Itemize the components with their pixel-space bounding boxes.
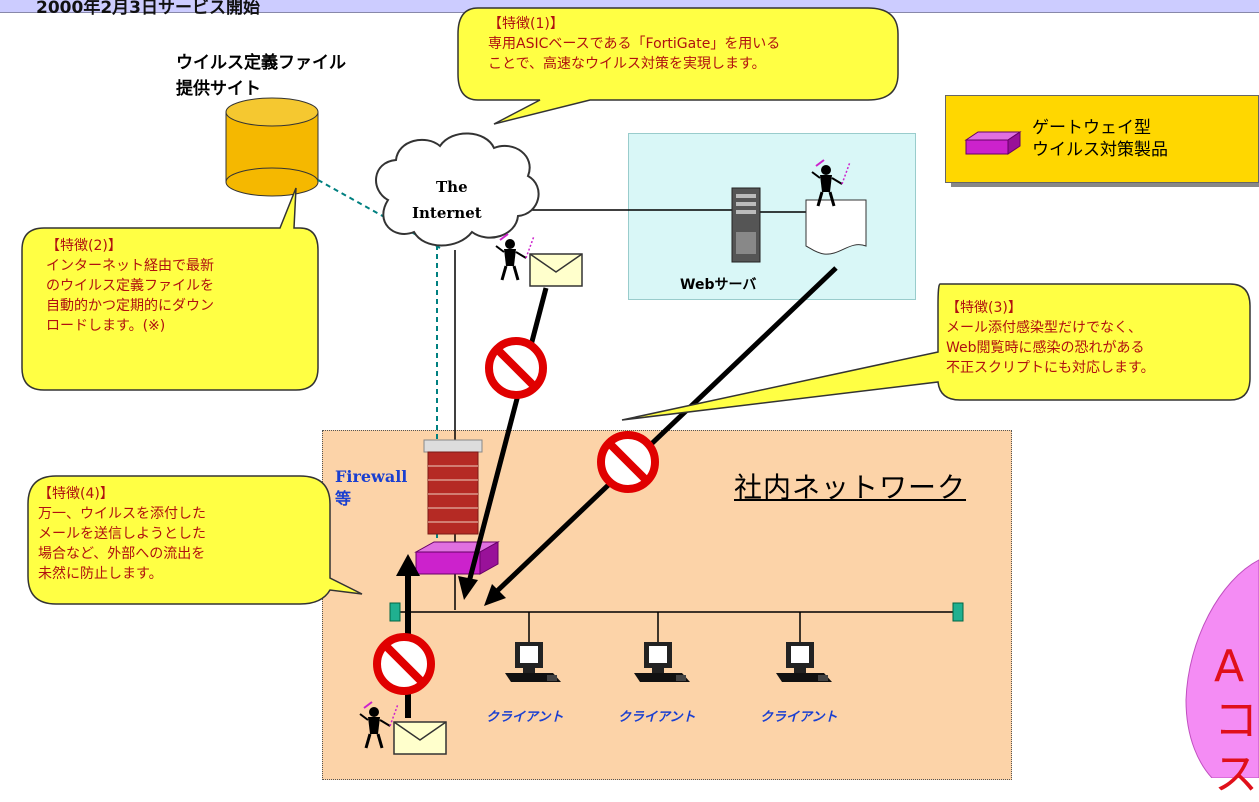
callout-feature3-bubble (621, 283, 1251, 421)
gateway-antivirus-product-icon (414, 541, 500, 575)
internal-virus-imp-icon (358, 700, 400, 750)
firewall-icon (423, 439, 483, 535)
client-pc-icon (776, 642, 832, 682)
callout-feature4-bubble (27, 475, 363, 605)
side-panel-shape (1185, 559, 1259, 778)
firewall-label: Firewall 等 (335, 466, 407, 510)
client-label: クライアント (486, 710, 564, 725)
web-server-label: Webサーバ (680, 277, 757, 293)
outbound-virus-mail-envelope-icon (393, 721, 447, 755)
network-diagram: The Internet (21, 7, 1259, 778)
internet-cloud-icon (375, 132, 540, 247)
virus-mail-envelope-icon (529, 253, 583, 287)
lan-terminator-right (952, 602, 964, 622)
internal-network-title: 社内ネットワーク (734, 471, 967, 504)
lan-terminator-left (389, 602, 401, 622)
definition-site-database-icon (225, 97, 319, 197)
callout-feature4-text: 【特徴(4)】 万一、ウイルスを添付した メールを送信しようとした 場合など、外… (38, 486, 206, 582)
internet-virus-imp-icon (494, 232, 536, 282)
client-pc-icon (505, 642, 561, 682)
web-server-icon (731, 187, 761, 263)
callout-feature2-text: 【特徴(2)】 インターネット経由で最新 のウイルス定義ファイルを 自動的かつ定… (46, 238, 214, 334)
firewall-label-line2: 等 (335, 489, 352, 508)
web-server-zone (628, 133, 916, 300)
firewall-label-line1: Firewall (335, 467, 408, 486)
callout-feature1-bubble (457, 7, 899, 125)
block-sign-icon (377, 637, 431, 691)
header-title: 2000年2月3日サービス開始 (36, 0, 260, 18)
definition-site-label: ウイルス定義ファイル 提供サイト (176, 53, 346, 99)
callout-feature3-text: 【特徴(3)】 メール添付感染型だけでなく、 Web閲覧時に感染の恐れがある 不… (946, 300, 1155, 376)
legend-label: ゲートウェイ型 ウイルス対策製品 (1032, 118, 1168, 160)
cloud-label-line2: Internet (412, 204, 482, 222)
block-sign-icon (489, 341, 543, 395)
client-pc-icon (634, 642, 690, 682)
callout-feature1-text: 【特徴(1)】 専用ASICベースである「FortiGate」を用いる ことで、… (488, 16, 781, 72)
cloud-label-line1: The (436, 178, 468, 196)
callout-feature2-bubble (21, 187, 319, 391)
client-label: クライアント (760, 710, 838, 725)
web-page-icon (805, 199, 867, 255)
web-virus-imp-icon (810, 158, 852, 208)
block-sign-icon (601, 435, 655, 489)
client-label: クライアント (618, 710, 696, 725)
